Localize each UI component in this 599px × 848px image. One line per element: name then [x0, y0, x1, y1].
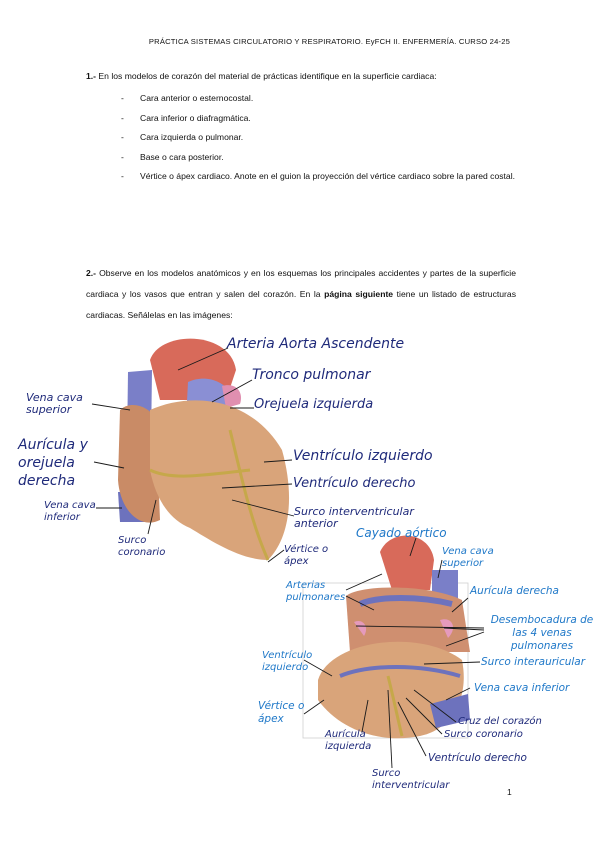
label-vena-cava-inferior-2: Vena cava inferior	[474, 682, 570, 694]
label-cayado-aortico: Cayado aórtico	[356, 526, 447, 540]
label-vena-cava-inferior-1: Vena cava inferior	[44, 500, 96, 523]
label-aorta: Arteria Aorta Ascendente	[227, 336, 405, 352]
page-header: PRÁCTICA SISTEMAS CIRCULATORIO Y RESPIRA…	[148, 37, 511, 46]
question-1-number: 1.-	[86, 71, 97, 81]
label-ventriculo-izquierdo-2: Ventrículo izquierdo	[262, 650, 313, 673]
label-surco-interventricular-anterior: Surco interventricular anterior	[294, 505, 414, 530]
label-orejuela-izquierda: Orejuela izquierda	[254, 397, 374, 412]
label-vertice-1: Vértice o ápex	[284, 544, 329, 567]
label-arterias-pulmonares: Arterias pulmonares	[286, 580, 346, 603]
list-item: Cara izquierda o pulmonar.	[121, 128, 517, 148]
label-auricula-izquierda: Aurícula izquierda	[325, 729, 372, 752]
label-ventriculo-derecho-1: Ventrículo derecho	[293, 476, 416, 491]
label-surco-coronario-2: Surco coronario	[444, 729, 523, 740]
heart-anterior-illustration	[118, 338, 290, 561]
label-surco-coronario-1: Surco coronario	[118, 535, 166, 558]
label-cruz-corazon: Cruz del corazón	[458, 716, 542, 727]
question-1: 1.- En los modelos de corazón del materi…	[86, 66, 516, 87]
list-item: Cara anterior o esternocostal.	[121, 89, 517, 109]
question-1-list: Cara anterior o esternocostal. Cara infe…	[121, 89, 517, 187]
label-auricula-derecha-1: Aurícula y orejuela derecha	[18, 437, 88, 489]
label-vena-cava-superior-1: Vena cava superior	[26, 391, 83, 416]
list-item: Vértice o ápex cardiaco. Anote en el gui…	[121, 167, 517, 187]
question-1-text: En los modelos de corazón del material d…	[98, 71, 437, 81]
list-item: Base o cara posterior.	[121, 148, 517, 168]
question-2-number: 2.-	[86, 268, 97, 278]
question-2: 2.- Observe en los modelos anatómicos y …	[86, 268, 516, 320]
label-vertice-2: Vértice o ápex	[258, 700, 305, 725]
leader-lines-2	[303, 537, 485, 769]
label-surco-interventricular-posterior: Surco interventricular	[372, 768, 450, 791]
label-auricula-derecha-2: Aurícula derecha	[470, 585, 559, 597]
label-tronco-pulmonar: Tronco pulmonar	[252, 367, 371, 383]
heart-posterior-illustration	[302, 535, 470, 739]
label-ventriculo-izquierdo-1: Ventrículo izquierdo	[293, 448, 433, 464]
label-ventriculo-derecho-2: Ventrículo derecho	[428, 752, 527, 764]
label-vena-cava-superior-2: Vena cava superior	[442, 546, 494, 569]
list-item: Cara inferior o diafragmática.	[121, 109, 517, 129]
page-number: 1	[507, 787, 512, 797]
label-desembocadura: Desembocadura de las 4 venas pulmonares	[490, 614, 594, 652]
leader-lines-1	[91, 347, 295, 563]
label-surco-interauricular: Surco interauricular	[481, 656, 586, 668]
